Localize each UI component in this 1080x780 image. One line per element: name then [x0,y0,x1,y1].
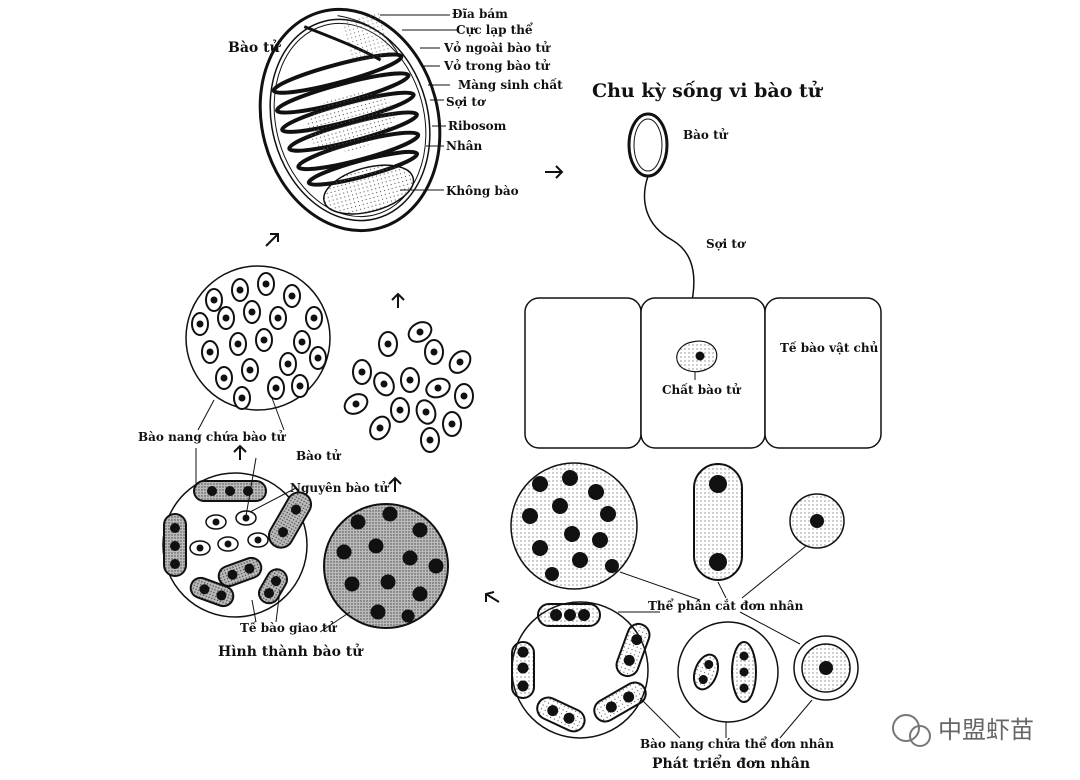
sporoblast-vesicle [162,448,312,623]
label-host-cell: Tế bào vật chủ [780,340,879,355]
pansporoblast [185,265,331,431]
germinating-spore [627,112,695,346]
spore-anatomy-drawing [258,7,442,233]
label-sporoplasm: Chất bào tử [662,382,742,397]
sporont [319,503,449,633]
watermark: 中盟虾苗 [892,714,1034,747]
released-spores [343,321,474,453]
label-nucleus: Nhân [446,139,482,153]
label-vacuole: Không bào [446,184,519,198]
label-meront: Thể phân cắt đơn nhân [648,598,804,613]
meront-vesicle [511,601,651,739]
label-polaroplast: Cực lạp thể [456,22,533,37]
label-infective-spore: Bào tử [683,127,729,142]
vesicle-leader-lines [639,697,813,739]
label-plasma-membrane: Màng sinh chất [458,77,563,92]
diagram-title: Chu kỳ sống vi bào tử [592,80,824,102]
host-cells [524,297,882,449]
spore-heading: Bào tử [228,39,282,56]
label-sporoblast: Nguyên bào tử [290,480,389,495]
label-pansporoblast: Bào nang chứa bào tử [138,429,286,444]
label-merogony: Phát triển đơn nhân [652,754,810,772]
spore-part-labels [380,14,458,191]
label-polar-tube: Sợi tơ [706,237,746,251]
multinucleate-meront [510,462,638,590]
merogony-leader-lines [618,545,807,645]
label-sporogony: Hình thành bào tử [218,643,364,660]
elongated-meront [693,463,743,581]
label-spore-in-vesicle: Bào tử [296,448,342,463]
vesicle-meront [793,635,859,701]
watermark-text: 中盟虾苗 [938,716,1034,744]
label-endospore: Vỏ trong bào tử [443,58,551,73]
uninucleate-meront [789,493,845,549]
label-ribosome: Ribosom [448,119,507,133]
sporoplasm-cell [676,340,718,380]
label-polar-filament: Sợi tơ [446,95,486,109]
label-anchoring-disc: Đĩa bám [452,7,508,21]
label-sporophorous-vesicle: Bào nang chứa thể đơn nhân [640,736,834,751]
label-sporont: Tế bào giao tử [240,620,338,635]
dividing-meront-vesicle [677,621,779,723]
label-exospore: Vỏ ngoài bào tử [443,40,551,55]
